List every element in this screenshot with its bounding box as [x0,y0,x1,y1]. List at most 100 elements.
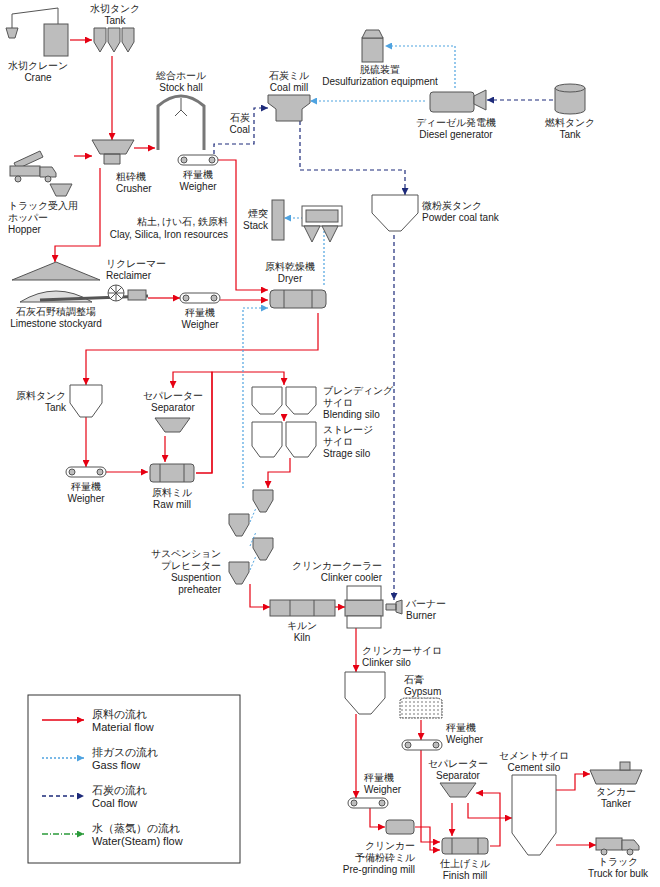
desulfurization-icon [362,30,383,38]
equipment-label: 水切クレーンCrane [8,60,68,84]
label-text: クリンカークーラー [292,560,382,572]
equipment-label: 石膏Gypsum [404,674,441,698]
equipment-label: 微粉炭タンクPowder coal tank [422,200,499,224]
legend-text: 水（蒸気）の流れ Water(Steam) flow [92,822,192,848]
material-flow-arrow [85,417,86,467]
clinker-cooler-icon [347,616,381,628]
separator-icon [155,418,190,432]
raw-mill-icon [150,464,194,482]
label-text: Clinker cooler [292,572,382,584]
preheater-icon [229,490,273,584]
material-flow-arrow [283,415,284,421]
label-text: 石炭ミル [269,70,309,82]
weigher-icon [433,742,439,748]
silo-icon [252,422,316,457]
label-text: Stack [243,220,268,232]
bulk-truck-icon [622,840,639,850]
label-text: Weigher [446,734,483,746]
dust-collector-icon [302,206,342,226]
diesel-generator-icon [430,92,474,112]
equipment-label: クリンカーサイロClinker silo [362,645,442,669]
coal-mill-icon [268,95,310,121]
weigher-icon [97,469,103,475]
equipment-node: 秤量機Weigher [180,292,220,304]
equipment-label: サスペンション プレヒーターSuspention preheater [145,548,221,596]
crane-icon [6,8,68,56]
stack-icon [272,200,284,240]
desulfurization-icon [362,38,383,62]
equipment-label: バーナーBurner [406,598,446,622]
material-note: Clay, Silica, Iron resources [110,229,228,241]
label-text: Truck for bulk [588,868,648,880]
crane-icon [6,28,18,38]
dryer-icon [270,290,326,308]
truck-hopper-icon [50,184,72,196]
diesel-generator-icon [430,90,486,112]
reclaimer-icon [128,290,146,300]
material-flow-arrow [556,774,590,790]
bulk-truck-icon [596,838,639,855]
label-text: Burner [406,610,446,622]
label-text: 水切クレーン [8,60,68,72]
label-text: Tank [16,402,66,414]
label-text: Raw mill [152,499,192,511]
tanker-icon [590,770,642,784]
material-flow-arrow [451,803,452,836]
label-text: Cement silo [499,762,569,774]
gas-flow-arrow [310,100,425,101]
label-text: Separator [143,402,203,414]
weigher-icon [183,295,189,301]
reclaimer-icon [40,285,148,301]
equipment-label: 秤量機Weigher [179,169,216,193]
label-text: Tank [90,15,140,27]
label-text: 石灰石野積調整場 [10,306,102,318]
legend-sample [42,833,84,835]
weigher-icon [209,157,215,163]
legend-frame [28,695,240,863]
weigher-icon [351,800,357,806]
bulk-truck-icon [596,838,622,850]
material-flow-arrow [134,147,155,148]
label-text: Powder coal tank [422,212,499,224]
material-note: Coal [229,124,250,136]
equipment-label: セメントサイロCement silo [499,750,569,774]
equipment-node: 仕上げミルFinish mill [440,836,490,856]
label-text: 水切タンク [90,3,140,15]
equipment-node: ストレージ サイロStrage silo [250,421,318,458]
equipment-label: 煙突Stack [243,208,268,232]
coal-flow-arrow [214,108,268,154]
label-text: 総合ホール [156,70,206,82]
mill-icon [442,838,488,854]
equipment-label: 原料乾燥機Dryer [265,261,315,285]
burner-icon [386,600,402,614]
label-text: Limestone stockyard [10,318,102,330]
stock-hall-icon [175,98,187,116]
material-flow-arrow [370,808,385,827]
equipment-label: 燃料タンクTank [545,117,595,141]
preheater-icon [229,490,273,584]
equipment-node: サスペンション プレヒーターSuspention preheater [225,488,277,584]
bulk-truck-icon [627,849,633,855]
label-text: 石膏 [404,674,441,686]
label-text: Tanker [596,798,636,810]
weigher-icon [181,157,187,163]
label-text: クリンカー 予備粉砕ミル [325,840,415,864]
equipment-node: リクレーマーReclaimer [100,284,148,304]
material-flow-arrow [420,720,421,740]
diesel-generator-icon [474,90,486,110]
label-text: タンカー [596,786,636,798]
label-text: Weigher [67,493,104,505]
powder-coal-tank-icon [372,195,418,231]
tanker-icon [590,762,642,784]
label-text: ブレンディング サイロ [323,385,397,409]
crane-icon [12,14,13,28]
clinker-silo-icon [345,672,385,714]
equipment-label: セパレーターSeparator [428,758,488,782]
dryer-icon [270,290,326,308]
label-text: 秤量機 [364,772,401,784]
equipment-label: 原料タンクTank [16,390,66,414]
material-flow-arrow [355,714,356,798]
label-text: Weigher [179,181,216,193]
stockyard-icon [12,262,100,280]
legend-sample [42,719,84,721]
